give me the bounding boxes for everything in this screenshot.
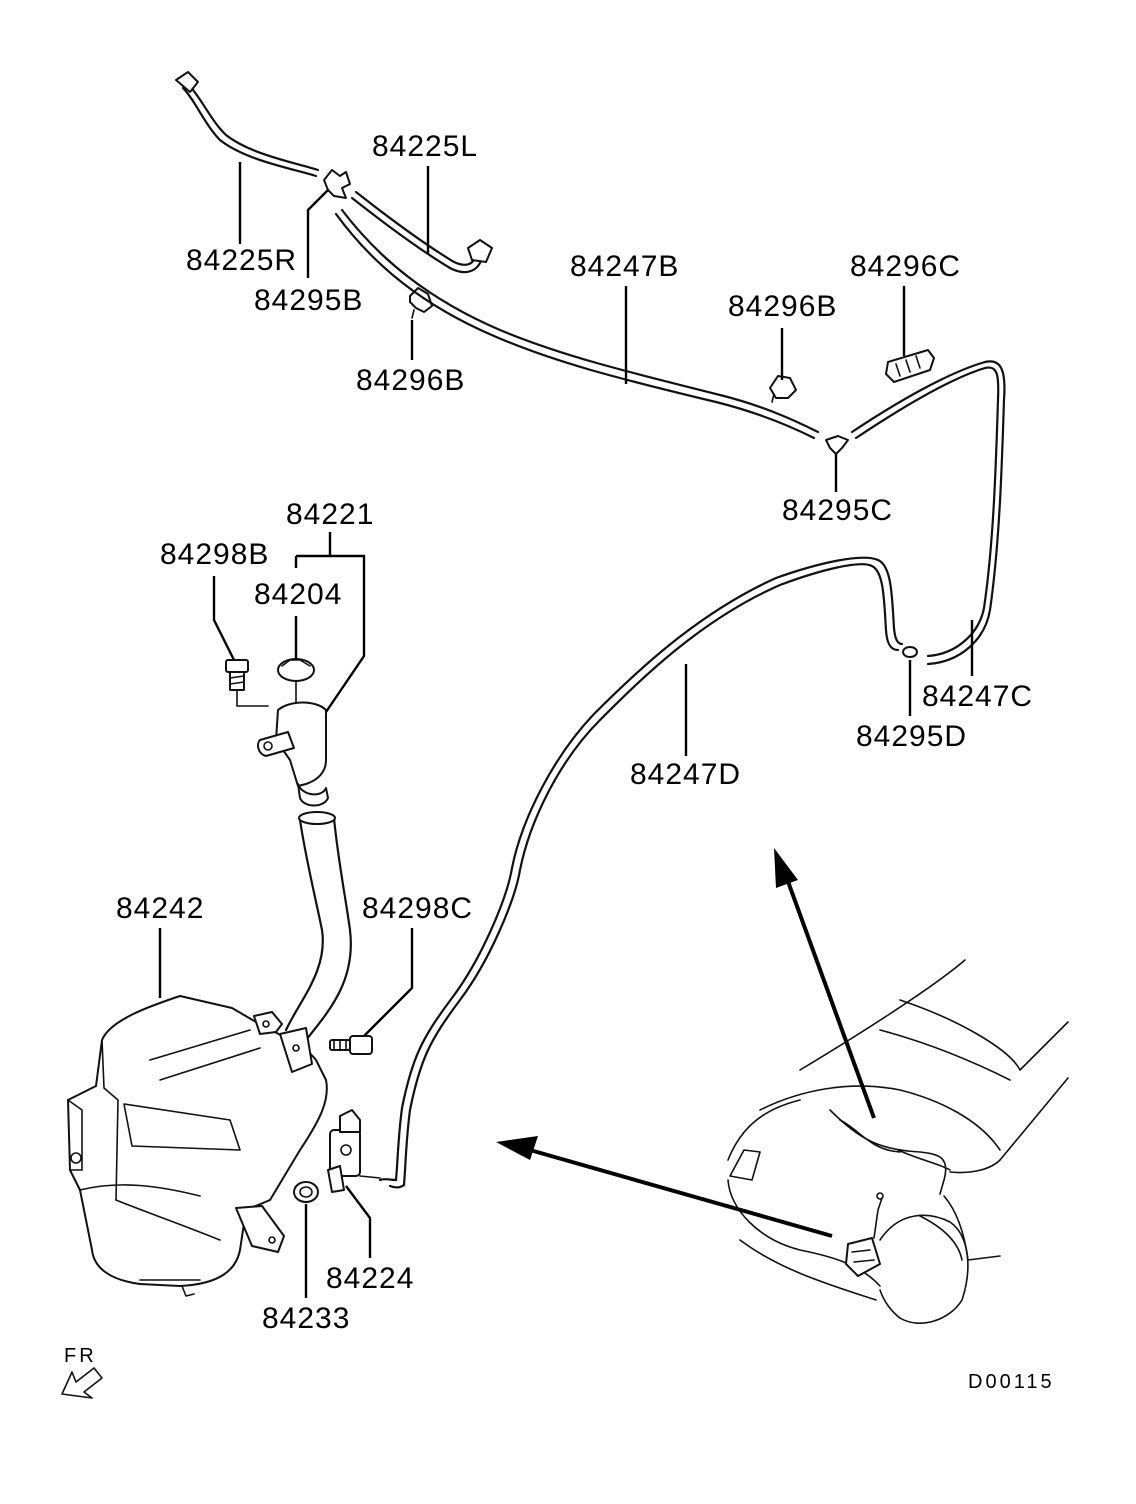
label-84204: 84204: [254, 578, 342, 611]
cap-84204: [277, 658, 315, 705]
drawing-id: D00115: [968, 1371, 1055, 1393]
label-84295B: 84295B: [254, 284, 363, 317]
vehicle-outline: [727, 959, 1069, 1324]
part-labels: 84225L 84225R 84295B 84296B 84247B 84296…: [116, 130, 1033, 1335]
label-84247B: 84247B: [570, 250, 679, 283]
label-84296B-left: 84296B: [356, 364, 465, 397]
clip-84296C: [885, 349, 935, 383]
label-84225R: 84225R: [186, 244, 297, 277]
joint-84295C: [825, 435, 849, 455]
nozzle-hose-right: [175, 71, 320, 178]
label-84296C: 84296C: [850, 250, 961, 283]
label-84295C: 84295C: [782, 494, 893, 527]
label-84247D: 84247D: [630, 758, 741, 791]
label-84221: 84221: [286, 498, 374, 531]
leader-lines: [158, 162, 974, 1298]
joint-84295B: [323, 169, 351, 199]
tank-84242: [67, 995, 328, 1297]
hose-84247D: [378, 556, 904, 1189]
locator-arrow-washer: [496, 1136, 833, 1238]
grommet-84233: [293, 1181, 319, 1203]
locator-arrow-nozzle: [774, 848, 876, 1119]
clip-84296B-right: [769, 375, 797, 403]
pump-84224: [327, 1109, 381, 1193]
label-84242: 84242: [116, 892, 204, 925]
front-marker-label: FR: [64, 1345, 97, 1367]
front-direction-marker: FR: [61, 1345, 103, 1399]
label-84225L: 84225L: [372, 130, 478, 163]
filler-hose: [284, 811, 352, 1042]
hose-84247C: [850, 360, 1006, 666]
nozzle-hose-left: [350, 190, 493, 274]
label-84298B: 84298B: [160, 538, 269, 571]
label-84224: 84224: [326, 1262, 414, 1295]
label-84247C: 84247C: [922, 680, 1033, 713]
clip-84296B-left: [409, 287, 433, 319]
bolt-84298C: [329, 1035, 373, 1055]
joint-84295D: [902, 646, 918, 658]
filler-neck-84221: [257, 701, 329, 807]
label-84233: 84233: [262, 1302, 350, 1335]
hose-84247B: [334, 208, 820, 440]
front-arrow-icon: [61, 1367, 103, 1399]
label-84298C: 84298C: [362, 892, 473, 925]
label-84295D: 84295D: [856, 720, 967, 753]
bolt-84298B: [225, 659, 269, 707]
label-84296B-right: 84296B: [728, 290, 837, 323]
